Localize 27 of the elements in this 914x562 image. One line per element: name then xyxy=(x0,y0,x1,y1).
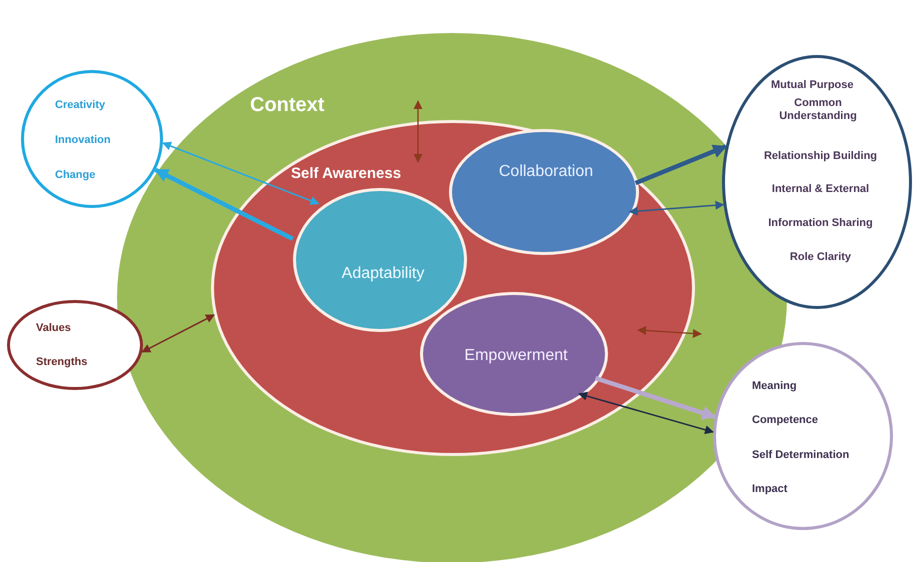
arrow xyxy=(578,392,714,434)
node-label: Change xyxy=(55,169,96,182)
node-label: Information Sharing xyxy=(767,217,874,230)
arrow xyxy=(628,200,724,216)
node-label: Self Awareness xyxy=(291,165,402,182)
node-label: Creativity xyxy=(55,99,106,112)
arrow xyxy=(154,168,294,241)
node-label: Context xyxy=(250,94,326,117)
arrow xyxy=(634,144,728,186)
node-label: Impact xyxy=(752,483,788,496)
node-label: Values xyxy=(36,322,72,335)
node-label: Strengths xyxy=(36,356,88,369)
node-label: Mutual Purpose xyxy=(771,79,855,92)
arrow xyxy=(141,314,215,353)
arrow xyxy=(162,142,320,205)
node-label: Adaptability xyxy=(340,265,426,284)
node-label: Innovation xyxy=(55,134,112,147)
node-label: Common Understanding xyxy=(778,97,858,122)
node-label: Self Determination xyxy=(752,449,850,462)
node-label: Competence xyxy=(752,414,820,427)
node-label: Internal & External xyxy=(770,183,870,196)
arrow xyxy=(594,376,716,420)
node-label: Relationship Building xyxy=(762,150,878,163)
node-label: Empowerment xyxy=(463,347,569,366)
node-label: Collaboration xyxy=(498,163,594,182)
node-label: Meaning xyxy=(752,380,798,393)
node-label: Role Clarity xyxy=(788,251,852,264)
